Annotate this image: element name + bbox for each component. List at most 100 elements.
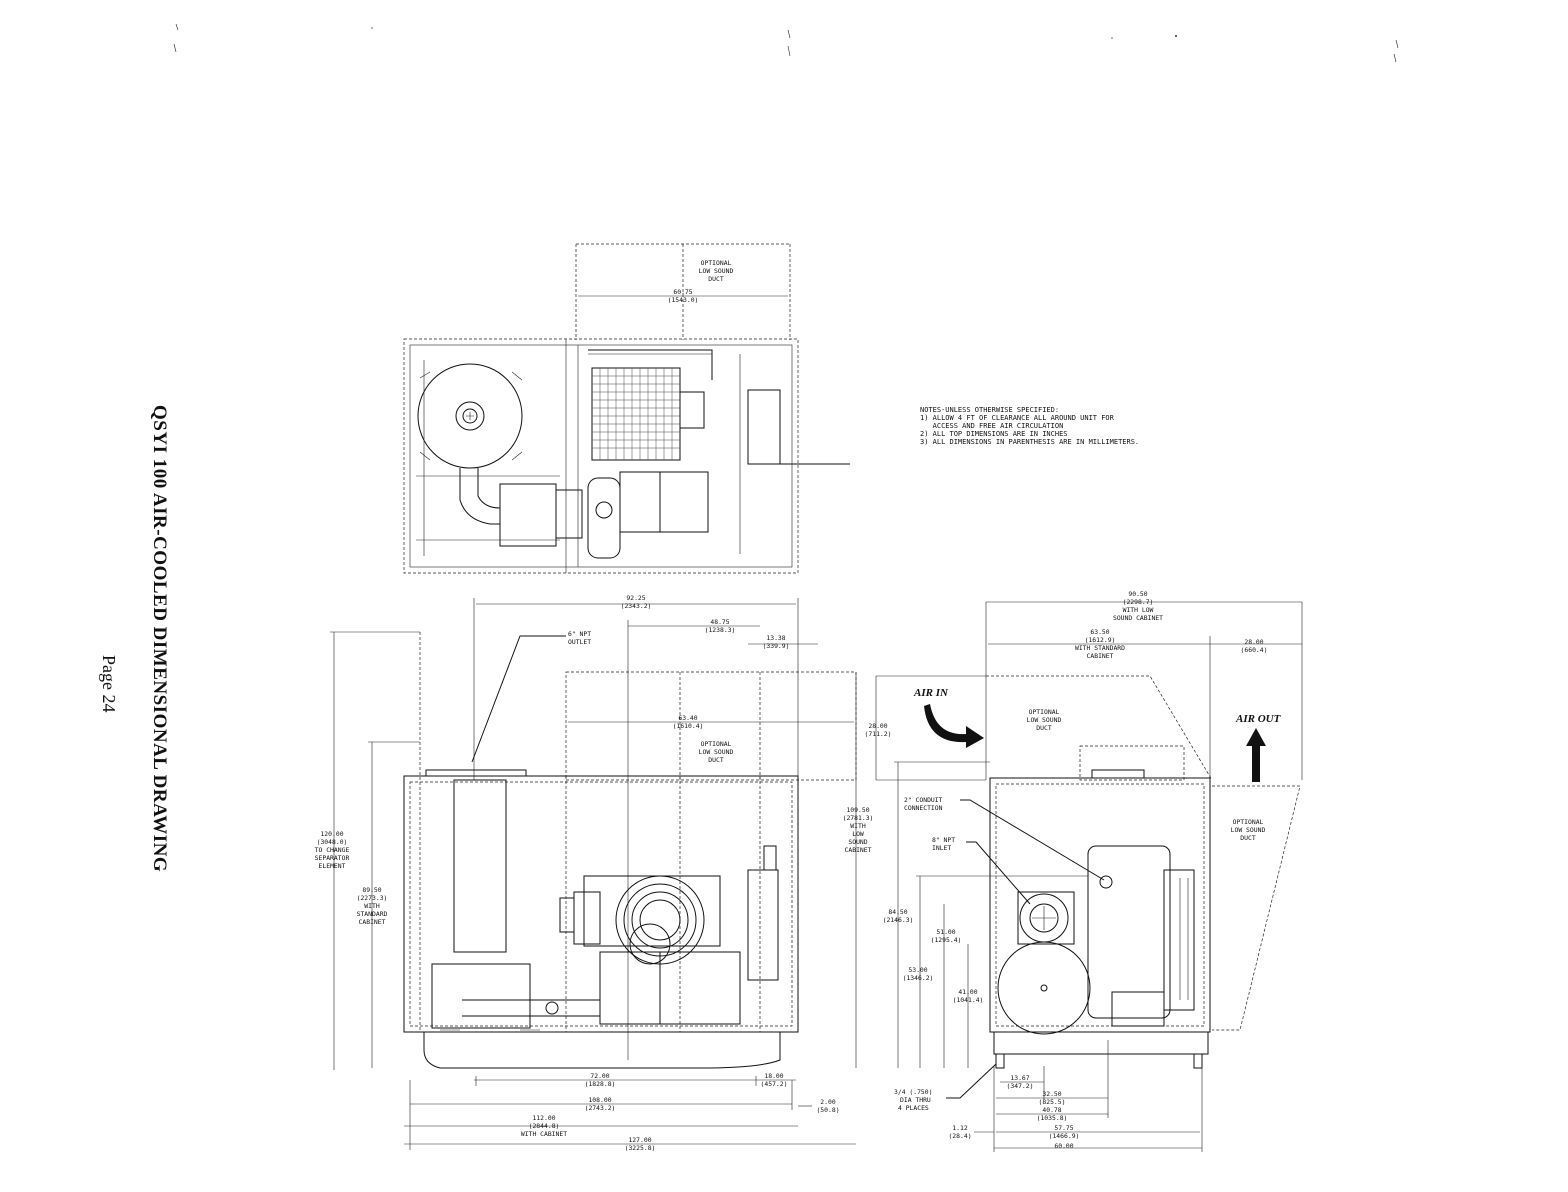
note-line-2: ACCESS AND FREE AIR CIRCULATION <box>920 422 1064 430</box>
front-dim-120-l1: TO CHANGE <box>315 846 350 854</box>
front-dim-120-mm: (3048.0) <box>317 838 348 846</box>
side-dim-1-in: 1.12 <box>952 1124 968 1132</box>
cooler-grid <box>591 367 681 461</box>
front-dim-13-in: 13.38 <box>766 634 785 642</box>
side-duct-top-2: LOW SOUND <box>1027 716 1062 724</box>
side-dim-57-mm: (1466.9) <box>1049 1132 1080 1140</box>
side-dim-51-in: 51.00 <box>936 928 955 936</box>
top-duct-label-3: DUCT <box>708 275 724 283</box>
air-out-label: AIR OUT <box>1235 713 1282 725</box>
drawing-title-text: QSYI 100 AIR-COOLED DIMENSIONAL DRAWING <box>149 405 170 873</box>
side-dim-28t-in: 28.00 <box>1244 638 1263 646</box>
side-dim-1-mm: (28.4) <box>948 1132 971 1140</box>
front-dim-13-mm: (339.9) <box>763 642 790 650</box>
outlet-label-1: 6" NPT <box>568 630 591 638</box>
side-dim-90-mm: (2298.7) <box>1123 598 1154 606</box>
side-dim-90-l2: SOUND CABINET <box>1113 614 1163 622</box>
drawing-title: QSYI 100 AIR-COOLED DIMENSIONAL DRAWING <box>148 405 178 995</box>
front-duct-label-2: LOW SOUND <box>699 748 734 756</box>
front-dim-112-mm: (2844.8) <box>529 1122 560 1130</box>
top-duct-label-1: OPTIONAL <box>701 259 732 267</box>
front-dim-109-l1: WITH <box>850 822 866 830</box>
notes-header: NOTES-UNLESS OTHERWISE SPECIFIED: <box>920 406 1060 414</box>
side-dim-28-mm: (711.2) <box>865 730 892 738</box>
front-dim-109-in: 109.50 <box>846 806 869 814</box>
conduit-label-2: CONNECTION <box>904 804 943 812</box>
side-dim-13-in: 13.67 <box>1010 1074 1029 1082</box>
air-in-arrow <box>924 704 984 748</box>
front-dim-92-mm: (2343.2) <box>621 602 652 610</box>
front-dim-109-l2: LOW <box>852 830 864 838</box>
side-dim-13-mm: (347.2) <box>1007 1082 1034 1090</box>
front-dim-112-l1: WITH CABINET <box>521 1130 567 1138</box>
front-dim-63-in: 63.40 <box>678 714 697 722</box>
side-dim-63-l1: WITH STANDARD <box>1075 644 1125 652</box>
side-dim-63-l2: CABINET <box>1087 652 1114 660</box>
side-dim-28-in: 28.00 <box>868 722 887 730</box>
front-dim-109-l4: CABINET <box>845 846 872 854</box>
note-line-1: 1) ALLOW 4 FT OF CLEARANCE ALL AROUND UN… <box>920 414 1114 422</box>
side-duct-side-2: LOW SOUND <box>1231 826 1266 834</box>
front-dim-109-l3: SOUND <box>848 838 867 846</box>
front-dim-48-in: 48.75 <box>710 618 729 626</box>
front-dim-109-mm: (2781.3) <box>843 814 874 822</box>
front-dim-127-mm: (3225.8) <box>625 1144 656 1152</box>
side-dim-32-mm: (825.5) <box>1039 1098 1066 1106</box>
front-duct-label-3: DUCT <box>708 756 724 764</box>
front-dim-63-mm: (1610.4) <box>673 722 704 730</box>
front-dim-72-in: 72.00 <box>590 1072 609 1080</box>
front-dim-108-in: 108.00 <box>588 1096 611 1104</box>
front-dim-127-in: 127.00 <box>628 1136 651 1144</box>
side-duct-side-3: DUCT <box>1240 834 1256 842</box>
front-dim-112-in: 112.00 <box>532 1114 555 1122</box>
side-dim-41-in: 41.00 <box>958 988 977 996</box>
side-dim-90-in: 90.50 <box>1128 590 1147 598</box>
holes-label-1: 3/4 (.750) <box>894 1088 932 1096</box>
front-dim-72-mm: (1828.8) <box>585 1080 616 1088</box>
front-dim-120-l2: SEPARATOR <box>315 854 350 862</box>
top-duct-label-2: LOW SOUND <box>699 267 734 275</box>
inlet-label-1: 8" NPT <box>932 836 955 844</box>
front-dim-2-in: 2.00 <box>820 1098 836 1106</box>
top-view: OPTIONAL LOW SOUND DUCT 60.75 (1543.0) <box>403 243 850 574</box>
front-view: 92.25 (2343.2) 48.75 (1238.3) 13.38 (339… <box>315 594 874 1152</box>
side-duct-side-1: OPTIONAL <box>1233 818 1264 826</box>
side-view: 90.50 (2298.7) WITH LOW SOUND CABINET 63… <box>865 590 1303 1152</box>
front-dim-89-in: 89.50 <box>362 886 381 894</box>
outlet-label-2: OUTLET <box>568 638 591 646</box>
side-dim-40-mm: (1035.8) <box>1037 1114 1068 1122</box>
front-dim-120-l3: ELEMENT <box>319 862 346 870</box>
page-number-text: Page 24 <box>99 655 119 713</box>
side-dim-57-in: 57.75 <box>1054 1124 1073 1132</box>
inlet-label-2: INLET <box>932 844 951 852</box>
scan-marks <box>173 23 1399 63</box>
front-dim-18-mm: (457.2) <box>761 1080 788 1088</box>
side-dim-28t-mm: (660.4) <box>1241 646 1268 654</box>
front-dim-92-in: 92.25 <box>626 594 645 602</box>
front-dim-89-l2: STANDARD <box>357 910 388 918</box>
side-dim-84-in: 84.50 <box>888 908 907 916</box>
side-duct-top-1: OPTIONAL <box>1029 708 1060 716</box>
side-dim-63-mm: (1612.9) <box>1085 636 1116 644</box>
side-dim-41-mm: (1041.4) <box>953 996 984 1004</box>
front-dim-89-l3: CABINET <box>359 918 386 926</box>
front-dim-108-mm: (2743.2) <box>585 1104 616 1112</box>
front-dim-48-mm: (1238.3) <box>705 626 736 634</box>
holes-label-3: 4 PLACES <box>898 1104 929 1112</box>
air-in-label: AIR IN <box>913 687 949 699</box>
side-dim-53-mm: (1346.2) <box>903 974 934 982</box>
side-dim-40-in: 40.78 <box>1042 1106 1061 1114</box>
air-out-arrow <box>1246 728 1266 782</box>
front-dim-89-l1: WITH <box>364 902 380 910</box>
side-dim-84-mm: (2146.3) <box>883 916 914 924</box>
front-dim-120-in: 120.00 <box>320 830 343 838</box>
side-duct-top-3: DUCT <box>1036 724 1052 732</box>
top-dim-in: 60.75 <box>673 288 692 296</box>
note-line-4: 3) ALL DIMENSIONS IN PARENTHESIS ARE IN … <box>920 438 1140 446</box>
drawing-notes: NOTES-UNLESS OTHERWISE SPECIFIED: 1) ALL… <box>920 406 1139 446</box>
page-number: Page 24 <box>98 655 119 775</box>
front-dim-89-mm: (2273.3) <box>357 894 388 902</box>
front-dim-18-in: 18.00 <box>764 1072 783 1080</box>
side-dim-90-l1: WITH LOW <box>1123 606 1154 614</box>
